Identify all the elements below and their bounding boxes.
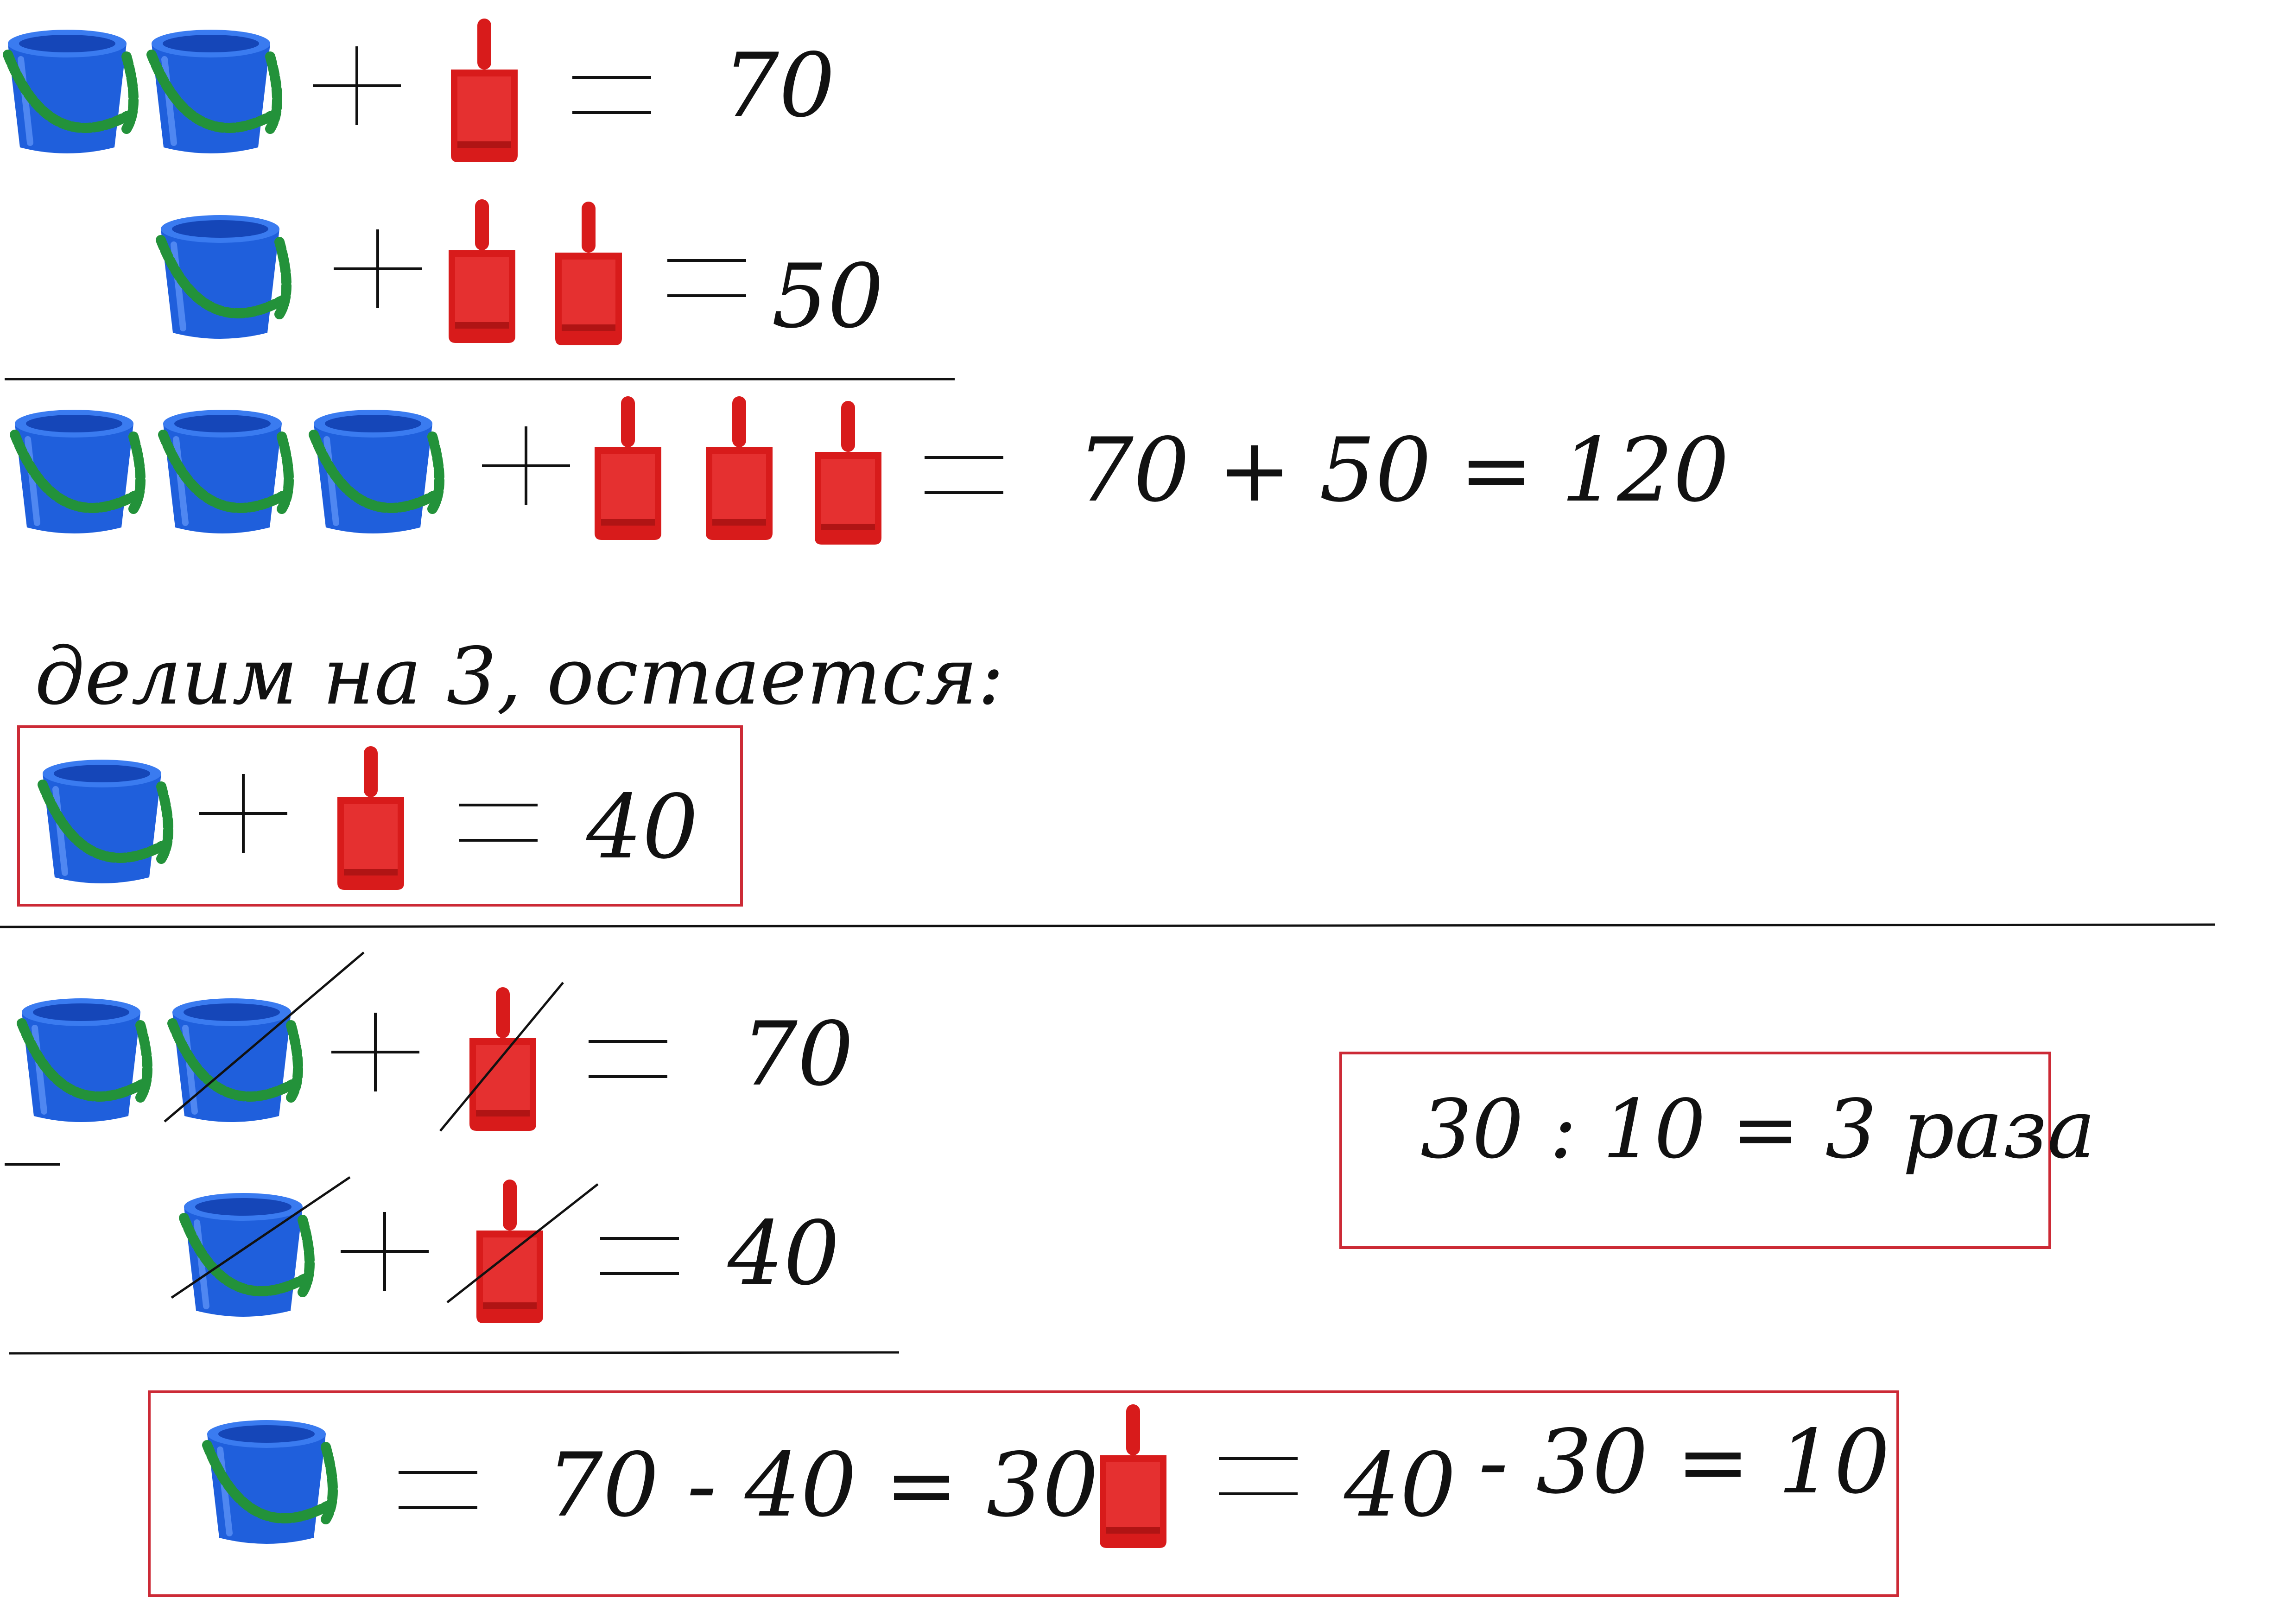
shovel-icon xyxy=(1100,1404,1166,1548)
bucket-icon xyxy=(8,30,133,153)
shovel-icon xyxy=(815,401,881,545)
equation-row-single xyxy=(43,746,538,890)
bucket-icon xyxy=(314,410,439,533)
answer-frame xyxy=(148,1390,1899,1597)
bucket-icon xyxy=(163,410,289,533)
bucket-icon xyxy=(184,1193,310,1317)
equals-sign xyxy=(600,1238,679,1274)
shovel-icon xyxy=(555,202,622,345)
bucket-icon xyxy=(22,998,147,1122)
bucket-icon xyxy=(43,760,168,883)
plus-sign xyxy=(313,46,401,125)
equals-sign xyxy=(589,1041,667,1077)
shovel-icon xyxy=(595,396,661,540)
ratio-frame xyxy=(1339,1052,2051,1249)
subtraction-2-result: 40 xyxy=(728,1202,840,1305)
single-result: 40 xyxy=(586,776,698,878)
equation-row-2 xyxy=(161,199,746,345)
equals-sign xyxy=(459,805,538,840)
sum-result: 70 + 50 = 120 xyxy=(1077,419,1730,521)
section-divider xyxy=(0,923,2216,928)
subtraction-row-1 xyxy=(22,952,667,1132)
equation-row-sum xyxy=(15,396,1003,545)
bucket-answer: 70 - 40 = 30 xyxy=(547,1434,1099,1536)
difference-rule xyxy=(9,1351,900,1355)
equation-row-1 xyxy=(8,19,651,162)
strike-line xyxy=(164,952,365,1123)
strike-line xyxy=(446,1183,599,1303)
equals-sign xyxy=(925,457,1003,493)
shovel-icon xyxy=(476,1180,543,1323)
shovel-icon xyxy=(337,746,404,890)
plus-sign xyxy=(334,229,422,308)
ratio-text: 30 : 10 = 3 раза xyxy=(1420,1083,2096,1177)
plus-sign xyxy=(341,1212,429,1291)
strike-line xyxy=(171,1176,351,1299)
equation-1-result: 70 xyxy=(723,34,835,137)
shovel-answer-value: 40 xyxy=(1344,1434,1456,1536)
shovel-icon xyxy=(451,19,518,162)
plus-sign xyxy=(199,774,287,853)
equals-sign xyxy=(399,1472,477,1508)
subtraction-row-2 xyxy=(171,1176,679,1323)
divide-caption: делим на 3, остается: xyxy=(35,631,1004,723)
shovel-answer-rest: - 30 = 10 xyxy=(1478,1411,1890,1513)
subtraction-1-result: 70 xyxy=(742,1003,854,1105)
equation-2-result: 50 xyxy=(772,245,884,348)
result-frame xyxy=(17,725,743,907)
equals-sign xyxy=(667,260,746,296)
plus-sign xyxy=(482,426,570,505)
equals-sign xyxy=(1219,1459,1298,1494)
strike-line xyxy=(439,982,564,1132)
shovel-icon xyxy=(469,987,536,1131)
bucket-icon xyxy=(152,30,277,153)
shovel-icon xyxy=(449,199,515,343)
plus-sign xyxy=(331,1013,419,1091)
bucket-icon xyxy=(15,410,140,533)
equals-sign xyxy=(572,77,651,113)
shovel-icon xyxy=(706,396,773,540)
bucket-icon xyxy=(207,1420,333,1544)
bucket-icon xyxy=(161,215,286,339)
